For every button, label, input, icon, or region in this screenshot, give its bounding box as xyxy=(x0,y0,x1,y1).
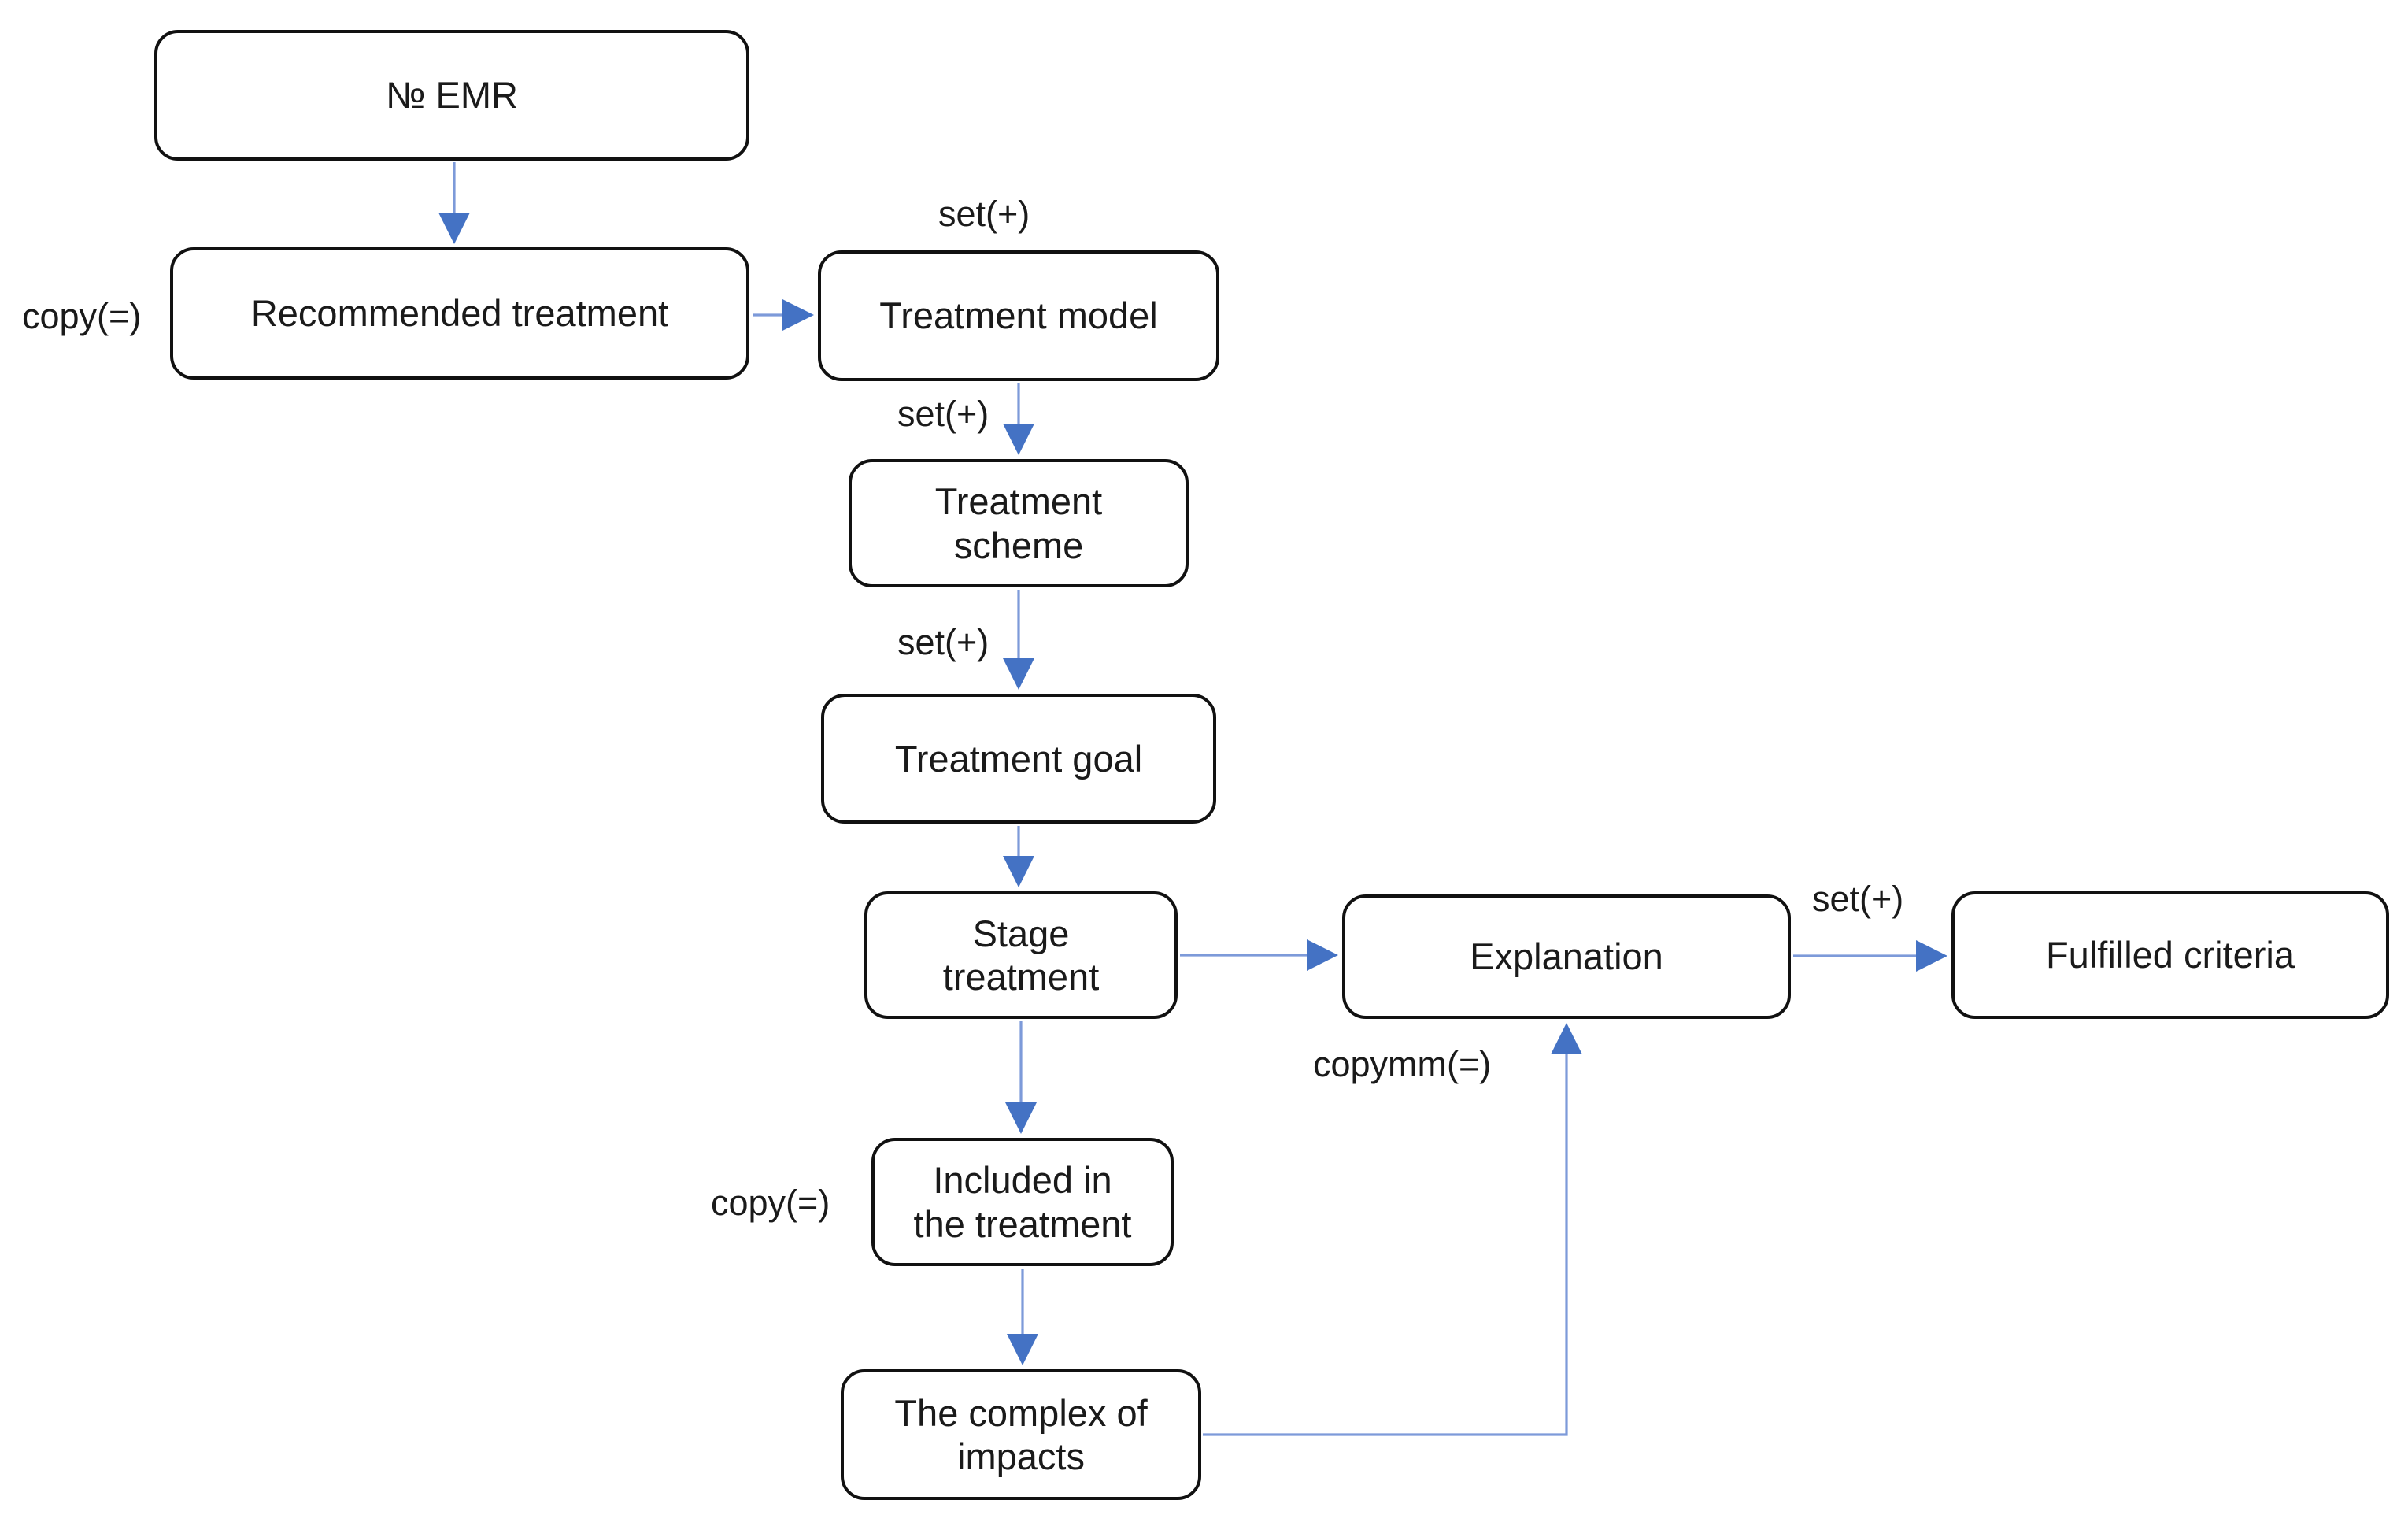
node-complex-of-impacts: The complex of impacts xyxy=(841,1369,1201,1500)
node-treatment-scheme-label: Treatment scheme xyxy=(934,480,1103,566)
edge-label-set-above-model: set(+) xyxy=(938,194,1030,234)
edge-label-set-model-to-scheme: set(+) xyxy=(897,394,989,434)
node-emr-label: № EMR xyxy=(386,74,518,117)
edge-label-copy-recommended: copy(=) xyxy=(22,296,142,336)
edge-label-set-explanation-to-fulfilled: set(+) xyxy=(1812,879,1904,919)
node-fulfilled-criteria-label: Fulfilled criteria xyxy=(2045,934,2295,976)
node-treatment-goal-label: Treatment goal xyxy=(894,737,1143,780)
edge-label-copy-included: copy(=) xyxy=(711,1183,830,1223)
node-explanation-label: Explanation xyxy=(1470,935,1663,978)
node-recommended-treatment-label: Recommended treatment xyxy=(250,292,669,335)
node-included-in-treatment-label: Included in the treatment xyxy=(913,1159,1132,1245)
node-emr: № EMR xyxy=(154,30,749,161)
node-explanation: Explanation xyxy=(1342,894,1791,1019)
node-stage-treatment: Stage treatment xyxy=(864,891,1178,1019)
node-treatment-scheme: Treatment scheme xyxy=(849,459,1189,587)
node-treatment-model-label: Treatment model xyxy=(879,294,1158,337)
node-complex-of-impacts-label: The complex of impacts xyxy=(894,1391,1148,1477)
node-stage-treatment-label: Stage treatment xyxy=(942,912,1100,998)
edge-label-copymm-to-explanation: copymm(=) xyxy=(1313,1044,1492,1084)
node-recommended-treatment: Recommended treatment xyxy=(170,247,749,380)
node-treatment-model: Treatment model xyxy=(818,250,1219,381)
node-treatment-goal: Treatment goal xyxy=(821,694,1216,824)
connector-complex-to-explanation xyxy=(1203,1023,1582,1436)
edge-label-set-scheme-to-goal: set(+) xyxy=(897,622,989,662)
node-fulfilled-criteria: Fulfilled criteria xyxy=(1951,891,2389,1019)
node-included-in-treatment: Included in the treatment xyxy=(871,1138,1174,1266)
